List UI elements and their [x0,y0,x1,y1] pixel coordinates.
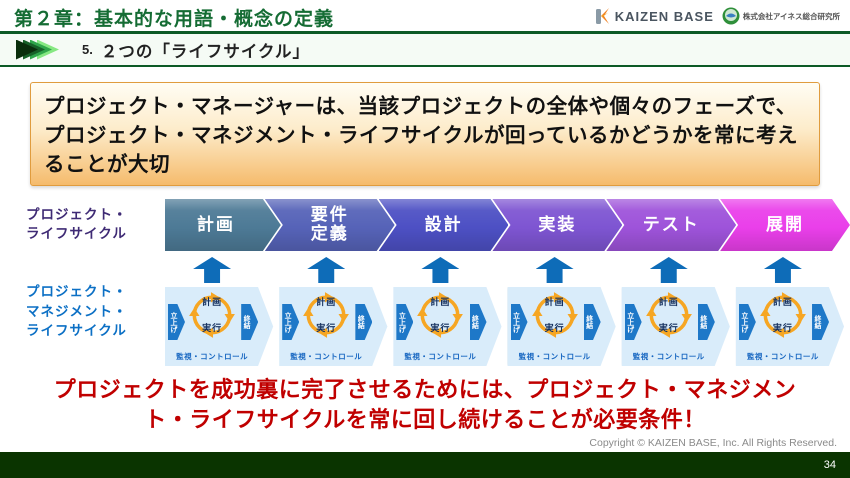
up-arrow-icon [535,257,574,283]
close-arrow: 終結 [469,304,487,340]
close-label: 終結 [471,315,479,329]
kaizen-base-logo-icon [595,8,609,24]
cycle-arrows-icon [645,292,692,338]
section-title: ２つの「ライフサイクル」 [100,42,311,61]
initiate-arrow: 立上げ [282,304,300,340]
header: 第２章：基本的な用語・概念の定義 KAIZEN BASE 株式会社アイネス総合研… [0,0,850,34]
ines-logo-text: 株式会社アイネス総合研究所 [742,11,840,21]
close-arrow: 終結 [583,304,601,340]
cycle-execute-label: 実行 [316,323,337,333]
cycle-monitor-label: 監視・コントロール [518,352,591,361]
ines-logo-icon [722,7,740,25]
up-arrow-icon [763,257,802,283]
pm-cycle-box: 立上げ 計画 実行 終結 監視 [279,287,388,366]
kaizen-base-logo: KAIZEN BASE [593,6,714,26]
section-chevrons-icon [16,39,68,60]
ines-logo: 株式会社アイネス総合研究所 [722,7,840,25]
cycle-execute-label: 実行 [544,323,565,333]
phase-arrow-design: 設計 [379,199,509,251]
section-bar: 5. ２つの「ライフサイクル」 [0,34,850,67]
phase-arrow-plan: 計画 [165,199,281,251]
initiate-label: 立上げ [170,311,177,333]
close-arrow: 終結 [812,304,830,340]
cycle-plan-label: 計画 [430,297,451,307]
cycle-arrows-icon [417,292,464,338]
header-logos: KAIZEN BASE 株式会社アイネス総合研究所 [593,6,840,26]
cycle-monitor-label: 監視・コントロール [632,352,705,361]
pm-lifecycle-unit: 立上げ 計画 実行 終結 監視 [279,257,388,366]
kaizen-base-logo-text: KAIZEN BASE [614,8,714,24]
page-title: 第２章：基本的な用語・概念の定義 [14,9,335,30]
cycle-plan-label: 計画 [316,297,337,307]
cycle-arrows-icon [760,292,806,338]
phase-arrow-implement: 実装 [492,199,622,251]
close-label: 終結 [585,315,593,329]
up-arrow-icon [193,257,232,283]
pm-cycle-box: 立上げ 計画 実行 終結 監視 [621,287,730,366]
cycle-monitor-label: 監視・コントロール [176,352,249,361]
close-arrow: 終結 [241,304,259,340]
up-arrow-icon [307,257,346,283]
close-arrow: 終結 [355,304,373,340]
page-number: 34 [823,459,836,471]
highlight-text: プロジェクト・マネージャーは、当該プロジェクトの全体や個々のフェーズで、プロジェ… [44,95,798,177]
highlight-box: プロジェクト・マネージャーは、当該プロジェクトの全体や個々のフェーズで、プロジェ… [30,82,820,186]
cycle-plan-label: 計画 [658,297,679,307]
cycle-plan-label: 計画 [202,297,223,307]
initiate-arrow: 立上げ [624,304,642,340]
close-label: 終結 [699,315,707,329]
cycle-arrows-icon [303,292,350,338]
close-label: 終結 [243,315,251,329]
up-arrow-icon [421,257,460,283]
initiate-label: 立上げ [398,311,406,333]
pm-cycle-box: 立上げ 計画 実行 終結 監視 [507,287,616,366]
pm-cycle-box: 立上げ 計画 実行 終結 監視 [165,287,274,366]
phase-arrow-deploy: 展開 [720,199,850,251]
initiate-label: 立上げ [512,311,520,333]
close-label: 終結 [357,315,365,329]
pm-lifecycle-unit: 立上げ 計画 実行 終結 監視 [621,257,730,366]
cycle-monitor-label: 監視・コントロール [404,352,477,361]
cycle-execute-label: 実行 [202,323,223,333]
cycle-execute-label: 実行 [658,323,679,333]
pm-lifecycle-unit: 立上げ 計画 実行 終結 監視 [165,257,274,366]
pm-lifecycle-unit: 立上げ 計画 実行 終結 監視 [507,257,616,366]
cycle-plan-label: 計画 [772,297,793,307]
close-arrow: 終結 [697,304,715,340]
copyright-text: Copyright © KAIZEN BASE, Inc. All Rights… [589,437,837,449]
phase-arrow-requirements: 要件 定義 [265,199,395,251]
initiate-arrow: 立上げ [738,304,756,340]
initiate-arrow: 立上げ [396,304,414,340]
section-number: 5. [82,42,93,57]
cycle-arrows-icon [531,292,578,338]
project-lifecycle-label: プロジェクト・ ライフサイクル [26,207,128,241]
pm-lifecycle-row: プロジェクト・ マネジメント・ ライフサイクル 立上げ [0,257,850,366]
project-lifecycle-row: プロジェクト・ ライフサイクル 計画 要件 定義 設計 実装 テスト 展開 [0,199,850,251]
conclusion-text: プロジェクトを成功裏に完了させるためには、プロジェクト・マネジメント・ライフサイ… [53,377,797,432]
cycle-monitor-label: 監視・コントロール [290,352,363,361]
initiate-arrow: 立上げ [168,304,185,340]
pm-lifecycle-unit: 立上げ 計画 実行 終結 監視 [393,257,502,366]
cycle-plan-label: 計画 [544,297,565,307]
cycle-execute-label: 実行 [430,323,451,333]
initiate-label: 立上げ [284,311,292,333]
pm-lifecycle-label: プロジェクト・ マネジメント・ ライフサイクル [26,284,128,339]
pm-unit-track: 立上げ 計画 実行 終結 監視 [165,257,850,366]
footer-bar: 34 [0,452,850,478]
pm-lifecycle-unit: 立上げ 計画 実行 終結 監視 [735,257,845,366]
initiate-label: 立上げ [740,311,748,333]
cycle-monitor-label: 監視・コントロール [746,352,819,361]
initiate-label: 立上げ [626,311,634,333]
phase-arrow-track: 計画 要件 定義 設計 実装 テスト 展開 [165,199,850,251]
phase-arrow-test: テスト [606,199,736,251]
cycle-execute-label: 実行 [772,323,793,333]
pm-cycle-box: 立上げ 計画 実行 終結 監視 [393,287,502,366]
pm-cycle-box: 立上げ 計画 実行 終結 監視 [735,287,845,366]
up-arrow-icon [649,257,688,283]
cycle-arrows-icon [189,292,235,338]
close-label: 終結 [814,315,822,329]
initiate-arrow: 立上げ [510,304,528,340]
